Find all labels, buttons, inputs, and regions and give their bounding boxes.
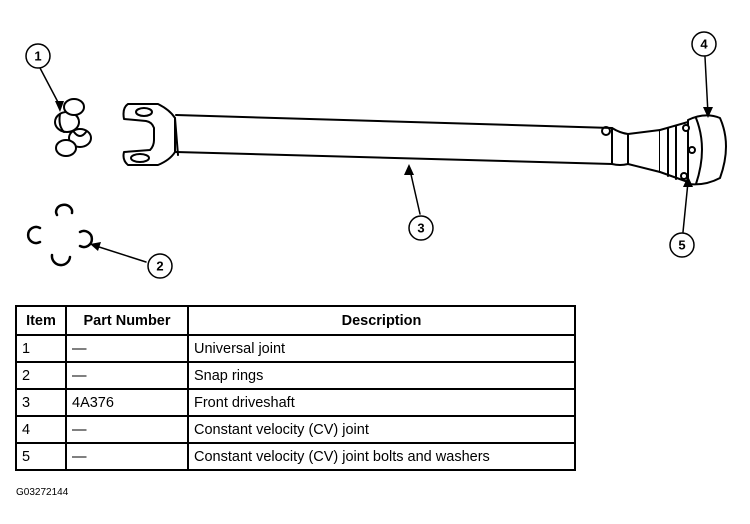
cv-joint	[659, 114, 727, 186]
cell-item: 1	[15, 334, 67, 363]
table-row: 2 — Snap rings	[15, 361, 576, 390]
callout-4-label: 4	[700, 37, 708, 52]
driveshaft-illustration: 1 2 3 4 5	[25, 31, 727, 279]
table-row: 4 — Constant velocity (CV) joint	[15, 415, 576, 444]
snap-rings	[26, 203, 94, 267]
parts-table: Item Part Number Description 1 — Univers…	[15, 305, 576, 471]
table-header-row: Item Part Number Description	[15, 305, 576, 336]
header-item: Item	[15, 305, 67, 336]
header-part-number: Part Number	[65, 305, 189, 336]
cell-description: Constant velocity (CV) joint bolts and w…	[187, 442, 576, 471]
callout-5-label: 5	[678, 238, 685, 253]
cell-item: 3	[15, 388, 67, 417]
cell-part-number: —	[65, 442, 189, 471]
universal-joint	[54, 98, 92, 157]
cell-part-number: —	[65, 415, 189, 444]
callout-1-label: 1	[34, 49, 41, 64]
callout-5-circle	[669, 232, 695, 258]
cell-part-number: —	[65, 334, 189, 363]
cell-item: 5	[15, 442, 67, 471]
table-row: 3 4A376 Front driveshaft	[15, 388, 576, 417]
leader-arrowheads	[55, 101, 713, 251]
driveshaft-tube	[175, 114, 661, 173]
table-row: 5 — Constant velocity (CV) joint bolts a…	[15, 442, 576, 471]
cell-description: Constant velocity (CV) joint	[187, 415, 576, 444]
cell-item: 2	[15, 361, 67, 390]
table-row: 1 — Universal joint	[15, 334, 576, 363]
cell-description: Front driveshaft	[187, 388, 576, 417]
cell-part-number: 4A376	[65, 388, 189, 417]
cell-part-number: —	[65, 361, 189, 390]
callout-3-label: 3	[417, 221, 424, 236]
cell-description: Snap rings	[187, 361, 576, 390]
cell-description: Universal joint	[187, 334, 576, 363]
yoke	[122, 103, 179, 166]
header-description: Description	[187, 305, 576, 336]
callout-3-circle	[408, 215, 434, 241]
cell-item: 4	[15, 415, 67, 444]
figure-id: G03272144	[16, 487, 69, 498]
leader-lines	[39, 56, 709, 263]
callout-4-circle	[691, 31, 717, 57]
callout-2-label: 2	[156, 259, 163, 274]
callout-2-circle	[147, 253, 173, 279]
callout-1-circle	[25, 43, 51, 69]
